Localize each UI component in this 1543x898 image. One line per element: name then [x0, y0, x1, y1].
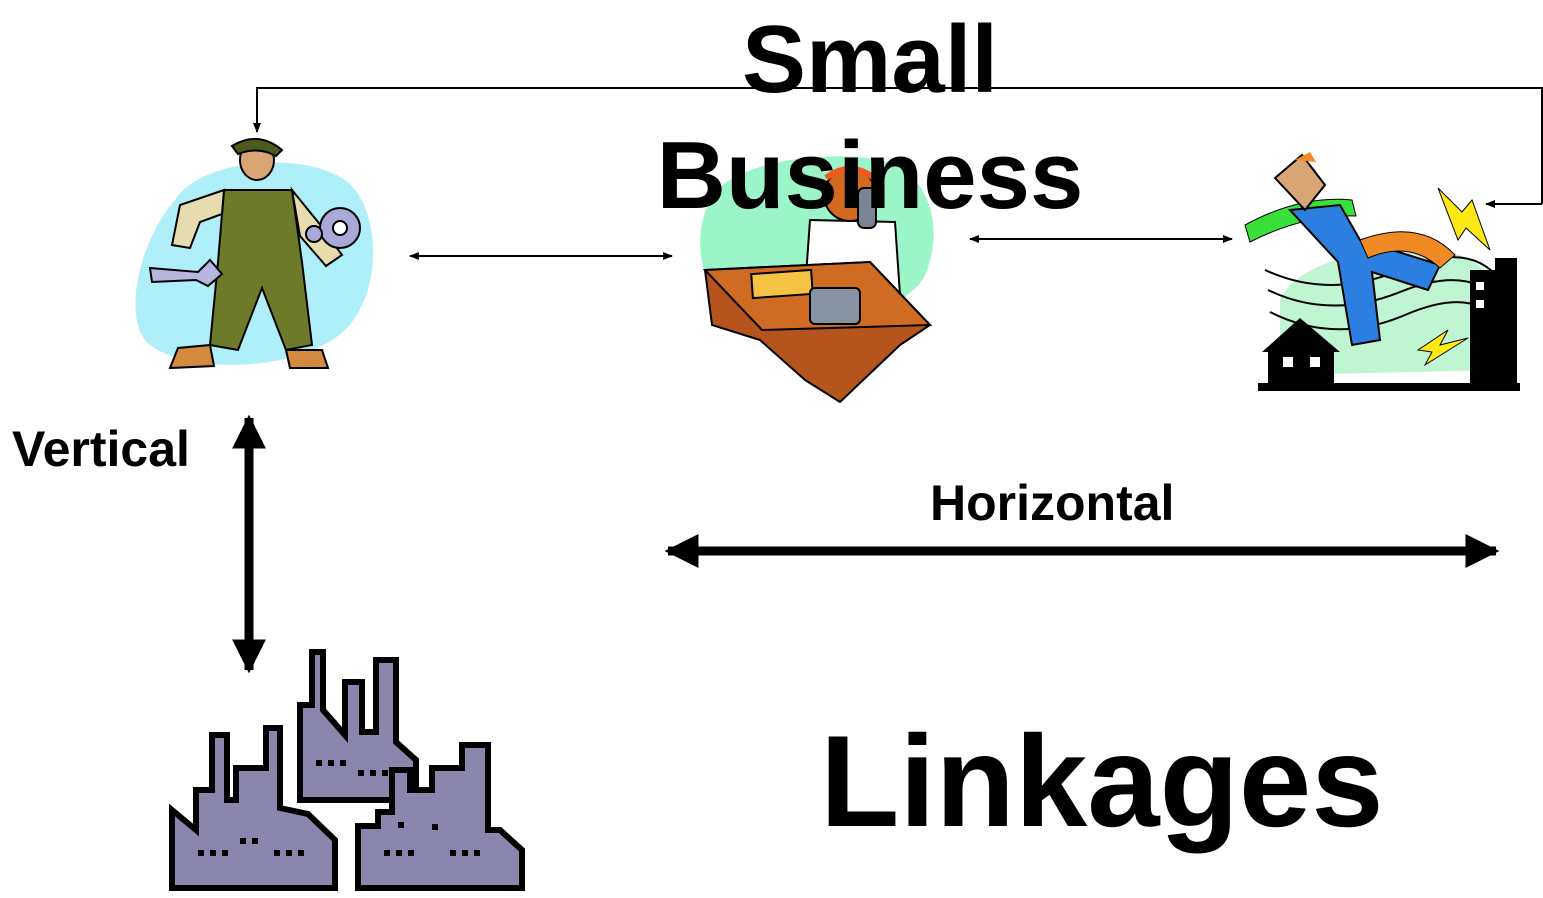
power-line-worker-falling-icon — [1244, 152, 1520, 391]
vertical-label: Vertical — [12, 421, 190, 477]
title-line-2: Business — [656, 122, 1084, 229]
top-feedback-arrow — [253, 87, 1543, 204]
factory-windows — [198, 760, 480, 856]
diagram-title: Small Business — [560, 2, 1180, 234]
linkages-heading: Linkages — [820, 708, 1384, 854]
mechanic-with-wrench-and-gears-icon — [135, 138, 374, 370]
horizontal-label: Horizontal — [930, 475, 1175, 531]
person-at-desk-on-phone-icon — [700, 156, 934, 404]
title-line-1: Small — [741, 6, 999, 113]
